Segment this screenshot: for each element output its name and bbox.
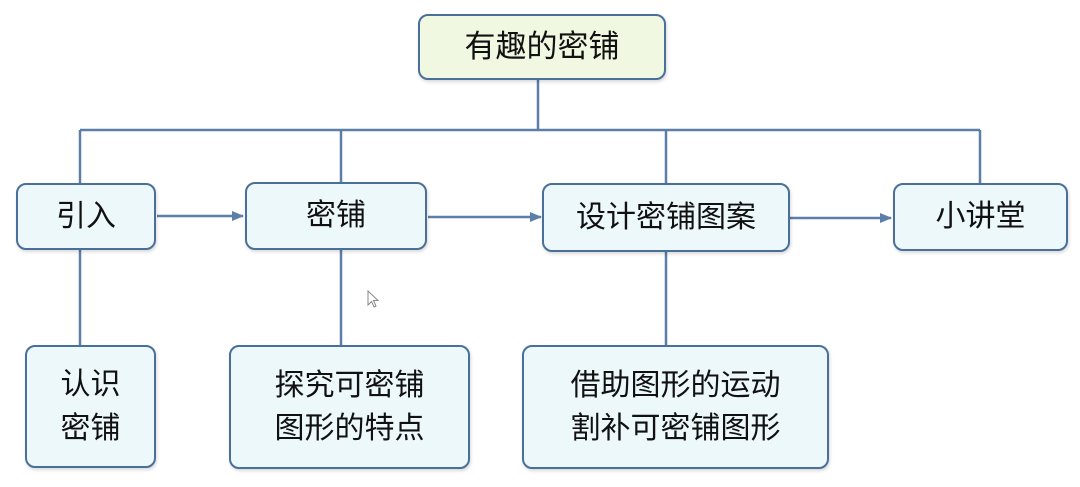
tiling-label: 密铺 — [306, 198, 366, 234]
tiling-node: 密铺 — [245, 182, 427, 250]
lecture-label: 小讲堂 — [935, 199, 1026, 235]
motion-line1: 借助图形的运动 — [570, 367, 781, 403]
root-node: 有趣的密铺 — [418, 14, 666, 80]
intro-label: 引入 — [56, 198, 116, 234]
mouse-cursor-icon — [367, 290, 380, 308]
root-label: 有趣的密铺 — [464, 28, 620, 65]
explore-features-node: 探究可密铺 图形的特点 — [229, 345, 470, 469]
intro-node: 引入 — [16, 183, 156, 250]
motion-line2: 割补可密铺图形 — [570, 411, 781, 446]
design-label: 设计密铺图案 — [576, 199, 756, 235]
know-line2: 密铺 — [60, 410, 121, 446]
know-line1: 认识 — [60, 367, 121, 402]
lecture-node: 小讲堂 — [893, 183, 1068, 251]
know-tiling-node: 认识 密铺 — [25, 345, 156, 468]
explore-line2: 图形的特点 — [274, 411, 425, 446]
explore-line1: 探究可密铺 — [274, 367, 425, 403]
design-node: 设计密铺图案 — [542, 183, 790, 252]
motion-patch-node: 借助图形的运动 割补可密铺图形 — [522, 345, 829, 469]
